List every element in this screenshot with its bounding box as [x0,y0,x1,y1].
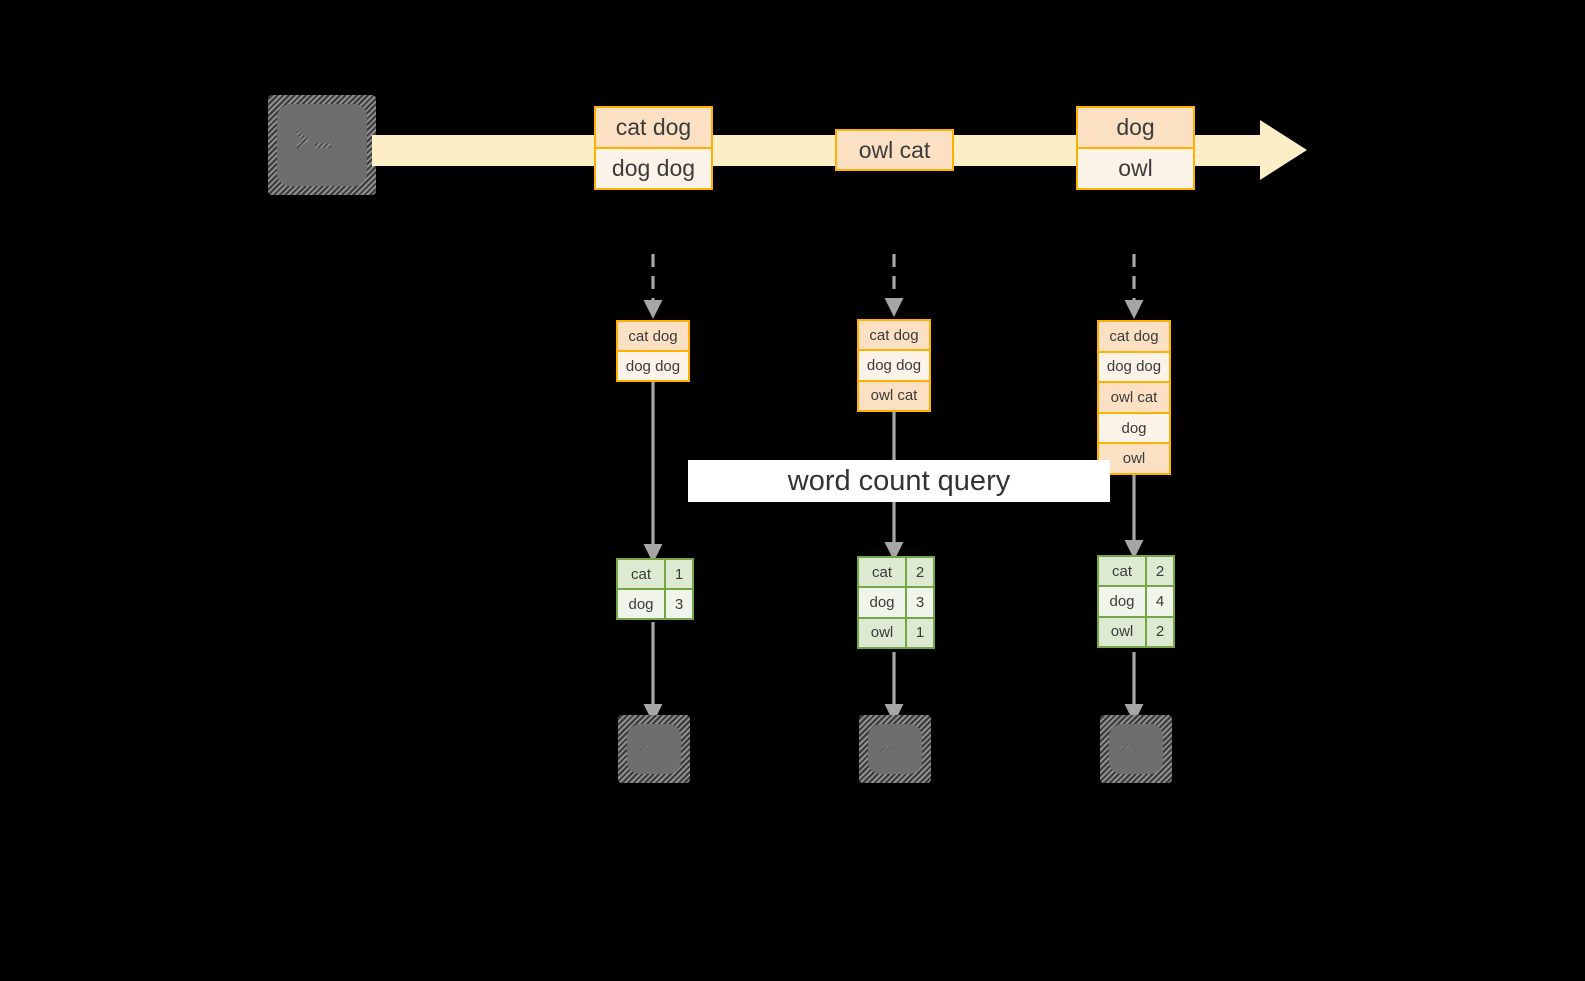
query-label: word count query [787,464,1011,497]
state-snapshot-2-row-3: owl cat [859,379,929,410]
result-table-2-row-2-count: 3 [905,588,933,617]
result-table-3-row-3-count: 2 [1145,617,1173,646]
result-table-1-row-2: dog 3 [618,588,692,618]
stream-message-1-line-2: dog dog [596,147,711,188]
state-snapshot-2-box[interactable]: cat dog dog dog owl cat [857,319,931,412]
result-table-3-row-2-count: 4 [1145,587,1173,616]
result-table-2-row-2: dog 3 [859,586,933,617]
state-snapshot-3-row-5: owl [1099,442,1169,473]
stream-message-3-line-2: owl [1078,147,1193,188]
terminal-prompt-glyph [877,736,910,756]
result-table-1[interactable]: cat 1 dog 3 [616,558,694,620]
terminal-screen [868,724,922,774]
result-table-2-row-3: owl 1 [859,616,933,647]
terminal-screen [627,724,681,774]
query-label-band: word count query [688,460,1110,502]
stream-message-3[interactable]: dog owl [1076,106,1195,190]
terminal-prompt-glyph [636,736,669,756]
result-table-3-row-1: cat 2 [1099,557,1173,586]
result-table-3-row-1-word: cat [1099,557,1145,586]
result-table-3[interactable]: cat 2 dog 4 owl 2 [1097,555,1175,648]
state-snapshot-3-row-4: dog [1099,411,1169,443]
sink-terminal-icon-2 [859,715,931,783]
stream-message-2[interactable]: owl cat [835,129,954,171]
stream-message-1[interactable]: cat dog dog dog [594,106,713,190]
result-table-2-row-1-count: 2 [905,558,933,587]
result-table-3-row-3-word: owl [1099,617,1145,646]
state-snapshot-2-row-2: dog dog [859,349,929,380]
result-table-2-row-3-count: 1 [905,618,933,647]
terminal-prompt-glyph [1118,736,1151,756]
state-snapshot-1-row-1: cat dog [618,322,688,350]
stream-message-2-line-1: owl cat [837,131,952,169]
result-table-2-row-1-word: cat [859,558,905,587]
result-table-2[interactable]: cat 2 dog 3 owl 1 [857,556,935,649]
result-table-1-row-2-word: dog [618,590,664,618]
state-snapshot-2-row-1: cat dog [859,321,929,350]
stream-message-3-line-1: dog [1078,108,1193,147]
state-snapshot-3-row-3: owl cat [1099,381,1169,412]
result-table-1-row-1-word: cat [618,560,664,588]
result-table-2-row-2-word: dog [859,588,905,617]
result-table-3-row-2-word: dog [1099,587,1145,616]
result-table-1-row-1: cat 1 [618,560,692,588]
terminal-prompt-glyph [291,124,347,157]
sink-terminal-icon-1 [618,715,690,783]
state-snapshot-3-row-2: dog dog [1099,350,1169,382]
result-table-1-row-2-count: 3 [664,590,692,618]
result-table-2-row-1: cat 2 [859,558,933,587]
result-table-3-row-2: dog 4 [1099,585,1173,616]
result-table-2-row-3-word: owl [859,618,905,647]
event-stream-arrowhead [1260,120,1307,180]
result-table-1-row-1-count: 1 [664,560,692,588]
stream-message-1-line-1: cat dog [596,108,711,147]
terminal-screen [1109,724,1163,774]
state-snapshot-1-row-2: dog dog [618,350,688,380]
sink-terminal-icon-3 [1100,715,1172,783]
state-snapshot-3-row-1: cat dog [1099,322,1169,351]
result-table-3-row-3: owl 2 [1099,615,1173,646]
terminal-screen [277,104,367,186]
state-snapshot-1-box[interactable]: cat dog dog dog [616,320,690,382]
state-snapshot-3-box[interactable]: cat dog dog dog owl cat dog owl [1097,320,1171,475]
source-terminal-icon [268,95,376,195]
result-table-3-row-1-count: 2 [1145,557,1173,586]
